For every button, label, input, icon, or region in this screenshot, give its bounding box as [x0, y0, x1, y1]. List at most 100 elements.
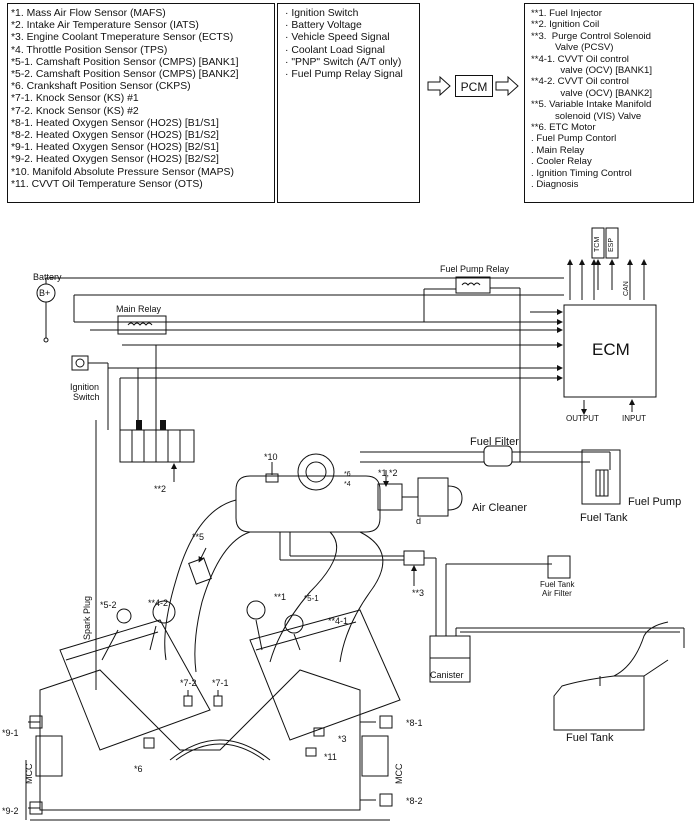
output-actuator-item: solenoid (VIS) Valve [531, 110, 642, 122]
input-sensor-item: *10. Manifold Absolute Pressure Sensor (… [11, 166, 234, 178]
battery-symbol-label: B+ [39, 288, 51, 298]
input-sensor-item: *7-2. Knock Sensor (KS) #2 [11, 105, 139, 117]
air-cleaner-body [417, 477, 449, 517]
ocv-bank2 [152, 600, 176, 624]
ecm-label: ECM [592, 340, 630, 359]
mass-air-flow-sensor [377, 483, 403, 511]
pcm-box: PCM [455, 75, 493, 97]
input-sensor-item: *3. Engine Coolant Tmeperature Sensor (E… [11, 32, 234, 44]
input-sensor-item: *7-1. Knock Sensor (KS) #1 [11, 93, 139, 105]
can-label: CAN [623, 281, 630, 296]
fuel-filter-body [483, 445, 513, 467]
tcm-box [591, 227, 605, 259]
tag-etc: *6 [344, 471, 351, 478]
crankshaft-sensor [143, 737, 155, 749]
input-label: INPUT [622, 414, 646, 423]
input-sensor-item: *5-2. Camshaft Position Sensor (CMPS) [B… [11, 69, 239, 81]
tag-ots: *11 [324, 752, 337, 762]
fuel-tank-air-filter-l2: Air Filter [542, 589, 572, 598]
engine-block [39, 669, 361, 811]
output-actuator-item: . Fuel Pump Contorl [531, 133, 617, 145]
input-signal-item: · "PNP" Switch (A/T only) [285, 56, 402, 68]
input-sensor-item: *5-1. Camshaft Position Sensor (CMPS) [B… [11, 56, 239, 68]
input-signal-item: · Vehicle Speed Signal [285, 32, 390, 44]
fuel-tank-bottom-body [553, 675, 645, 731]
fuel-tank-top-body [581, 449, 621, 505]
tag-ho2s-b2s2: *9-2 [2, 806, 19, 816]
input-signals-list: · Ignition Switch· Battery Voltage· Vehi… [285, 8, 419, 81]
battery-label: Battery [33, 272, 62, 282]
ignition-coil-pack [119, 429, 195, 463]
tag-cmps-bank1: *5-1 [304, 594, 319, 603]
tag-vis: **5 [192, 532, 205, 542]
output-actuator-item: **3. Purge Control Solenoid [531, 30, 651, 42]
fuel-tank-air-filter-l1: Fuel Tank [540, 580, 575, 589]
spark-plug-label: Spark Plug [82, 595, 92, 640]
tag-ocv-bank2: **4-2 [148, 598, 169, 608]
ignition-switch-body [71, 355, 89, 371]
output-actuator-item: **5. Variable Intake Manifold [531, 99, 652, 111]
tag-ects: *3 [338, 734, 347, 744]
input-sensor-item: *6. Crankshaft Position Sensor (CKPS) [11, 81, 191, 93]
output-actuator-item: **2. Ignition Coil [531, 19, 600, 31]
output-actuator-item: **6. ETC Motor [531, 122, 596, 134]
tag-ignition-coil: **2 [154, 484, 167, 494]
tag-ks2: *7-2 [180, 678, 197, 688]
output-label: OUTPUT [566, 414, 599, 423]
air-cleaner-label: Air Cleaner [472, 502, 528, 514]
output-actuators-legend: **1. Fuel Injector**2. Ignition Coil**3.… [524, 3, 694, 203]
output-actuator-item: . Diagnosis [531, 179, 579, 191]
esp-box [605, 227, 619, 259]
input-signal-item: · Coolant Load Signal [285, 44, 385, 56]
tag-ckps: *6 [134, 764, 143, 774]
input-sensor-item: *8-1. Heated Oxygen Sensor (HO2S) [B1/S1… [11, 117, 219, 129]
mcc-left-label: MCC [24, 763, 34, 785]
tag-ks1: *7-1 [212, 678, 229, 688]
output-actuator-item: valve (OCV) [BANK2] [531, 87, 653, 99]
tag-pcsv: **3 [412, 588, 425, 598]
output-actuator-item: **1. Fuel Injector [531, 8, 602, 19]
vis-valve [188, 557, 212, 585]
fuel-tank-air-filter [547, 555, 571, 579]
input-sensor-item: *9-2. Heated Oxygen Sensor (HO2S) [B2/S2… [11, 154, 219, 166]
input-signal-item: · Ignition Switch [285, 8, 359, 19]
input-sensor-item: *4. Throttle Position Sensor (TPS) [11, 44, 168, 56]
crankshaft-gear [169, 739, 271, 761]
main-relay-label: Main Relay [116, 304, 162, 314]
tag-ho2s-b1s2: *8-2 [406, 796, 423, 806]
mcc-right [361, 735, 389, 777]
arrow-inputs-to-pcm [427, 75, 451, 97]
input-sensor-item: *8-2. Heated Oxygen Sensor (HO2S) [B1/S2… [11, 130, 219, 142]
input-sensor-item: *2. Intake Air Temperature Sensor (IATS) [11, 20, 199, 32]
input-sensors-legend: *1. Mass Air Flow Sensor (MAFS)*2. Intak… [7, 3, 275, 203]
output-actuator-item: . Ignition Timing Control [531, 167, 632, 179]
output-actuator-item: Valve (PCSV) [531, 42, 614, 54]
output-actuator-item: valve (OCV) [BANK1] [531, 65, 653, 77]
ecm-box [563, 304, 657, 398]
coolant-temp-sensor [313, 727, 325, 737]
fuel-pump-relay-box [455, 276, 491, 294]
knock-sensor-2 [183, 695, 193, 707]
mcc-left [35, 735, 63, 777]
arrow-pcm-to-outputs [495, 75, 519, 97]
input-signals-legend: · Ignition Switch· Battery Voltage· Vehi… [277, 3, 420, 203]
tag-maps: *10 [264, 452, 278, 462]
input-sensors-list: *1. Mass Air Flow Sensor (MAFS)*2. Intak… [11, 8, 274, 191]
switch-label: Switch [73, 392, 100, 402]
main-relay-box [117, 315, 167, 335]
input-sensor-item: *11. CVVT Oil Temperature Sensor (OTS) [11, 178, 203, 190]
air-cleaner-d-label: d [416, 516, 422, 526]
fuel-tank-top-label: Fuel Tank [580, 512, 628, 524]
tcm-label: TCM [594, 236, 601, 252]
intake-plenum [235, 475, 381, 533]
ignition-label: Ignition [70, 382, 100, 392]
tag-ho2s-b1s1: *8-1 [406, 718, 423, 728]
tag-ocv-bank1: **4-1 [328, 616, 349, 626]
output-actuator-item: . Cooler Relay [531, 156, 592, 168]
purge-control-solenoid [403, 550, 425, 566]
tag-cmps-bank2: *5-2 [100, 600, 117, 610]
esp-label: ESP [608, 237, 615, 252]
canister-body [429, 635, 471, 683]
throttle-body [297, 453, 335, 491]
